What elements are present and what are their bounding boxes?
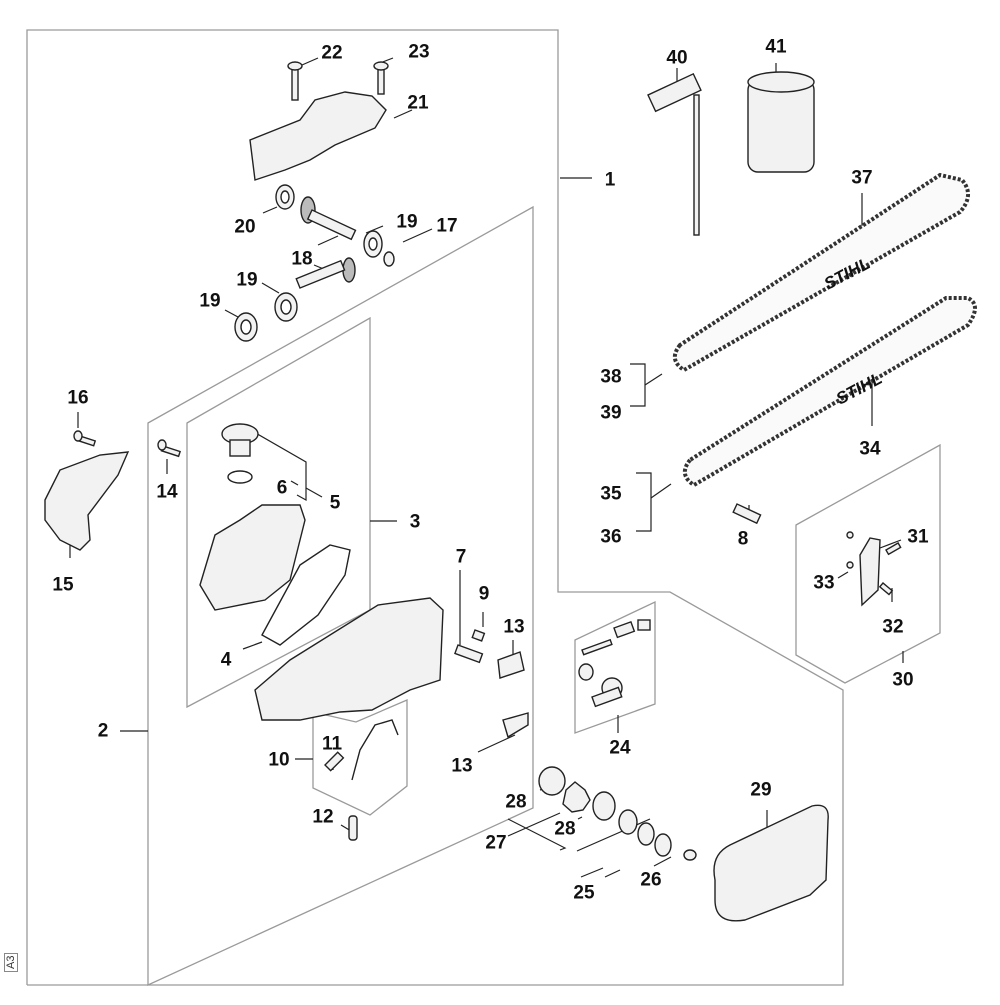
bearing-19-c	[234, 312, 258, 342]
callout-4: 4	[220, 649, 232, 671]
callout-33: 33	[813, 572, 835, 594]
callout-13-b: 13	[451, 755, 473, 777]
frame-assembly-2	[147, 205, 534, 987]
sprocket-27	[562, 781, 591, 813]
callout-10: 10	[268, 749, 290, 771]
bearing-20	[275, 184, 295, 210]
side-tag: A3	[4, 952, 18, 972]
callout-3: 3	[409, 511, 421, 533]
callout-28-b: 28	[554, 818, 576, 840]
screw-23	[373, 61, 389, 95]
callout-11: 11	[321, 733, 343, 755]
callout-7: 7	[455, 546, 467, 568]
callout-5: 5	[329, 492, 341, 514]
callout-41: 41	[765, 36, 787, 58]
grease-tube-41	[747, 71, 815, 173]
leader-lines	[69, 57, 904, 878]
callout-25: 25	[573, 882, 595, 904]
callout-9: 9	[478, 583, 490, 605]
callout-17: 17	[436, 215, 458, 237]
callout-40: 40	[666, 47, 688, 69]
callout-1: 1	[604, 169, 616, 191]
oil-hose-10	[351, 719, 399, 781]
callout-22: 22	[321, 42, 343, 64]
callout-14: 14	[156, 481, 178, 503]
callout-39: 39	[600, 402, 622, 424]
screw-22	[287, 61, 303, 101]
callout-30: 30	[892, 669, 914, 691]
callout-29: 29	[750, 779, 772, 801]
callout-6: 6	[276, 477, 288, 499]
washer-25-b	[637, 822, 655, 846]
callout-12: 12	[312, 806, 334, 828]
callout-27: 27	[485, 832, 507, 854]
callout-19-b: 19	[236, 269, 258, 291]
combination-wrench-40	[647, 72, 702, 236]
bearing-19-a	[363, 230, 383, 258]
spline-shaft-18	[295, 257, 356, 289]
e-clip-26	[683, 849, 697, 861]
callout-37: 37	[851, 167, 873, 189]
callout-18-a: 18	[291, 248, 313, 270]
callout-20: 20	[234, 216, 256, 238]
bracket-kit-30	[846, 531, 902, 607]
callout-15: 15	[52, 574, 74, 596]
bearing-19-b	[274, 292, 298, 322]
bevel-pinion-18	[300, 196, 357, 241]
frame-assembly-24	[574, 600, 656, 734]
callout-19-c: 19	[199, 290, 221, 312]
screw-14	[157, 439, 182, 458]
slide-13-a	[497, 651, 525, 679]
washer-17	[383, 251, 395, 267]
pickup-body-11	[324, 751, 345, 772]
callout-38: 38	[600, 366, 622, 388]
callout-13-a: 13	[503, 616, 525, 638]
sleeve-9	[471, 629, 486, 642]
washer-25-c	[654, 833, 672, 857]
oil-tank-3	[199, 504, 306, 611]
stud-8	[732, 503, 762, 525]
gear-housing-2	[254, 597, 444, 721]
callout-16: 16	[67, 387, 89, 409]
pin-12	[348, 815, 358, 841]
callout-32: 32	[882, 616, 904, 638]
callout-24: 24	[609, 737, 631, 759]
sprocket-cover-29	[713, 804, 829, 922]
screw-16	[73, 430, 97, 447]
slide-13-b	[502, 712, 529, 739]
callout-28-a: 28	[505, 791, 527, 813]
callout-26: 26	[640, 869, 662, 891]
washer-25-a	[618, 809, 638, 835]
callout-8: 8	[737, 528, 749, 550]
clamp-21	[249, 91, 387, 181]
tensioner-kit-24	[578, 619, 651, 708]
callout-21: 21	[407, 92, 429, 114]
o-ring-6	[227, 470, 253, 484]
gasket-4	[261, 544, 351, 646]
frame-assembly-30	[795, 443, 941, 684]
callout-36: 36	[600, 526, 622, 548]
washer-28-b	[592, 791, 616, 821]
frame-assembly-10	[312, 699, 408, 816]
frame-assembly-1	[26, 29, 844, 986]
callout-31: 31	[907, 526, 929, 548]
callout-2: 2	[97, 720, 109, 742]
callout-23: 23	[408, 41, 430, 63]
washer-28-a	[538, 766, 566, 796]
oil-filler-cap-5	[221, 423, 259, 457]
guard-15	[44, 451, 130, 551]
callout-19-a: 19	[396, 211, 418, 233]
stud-7	[454, 644, 484, 664]
callout-35: 35	[600, 483, 622, 505]
callout-34: 34	[859, 438, 881, 460]
